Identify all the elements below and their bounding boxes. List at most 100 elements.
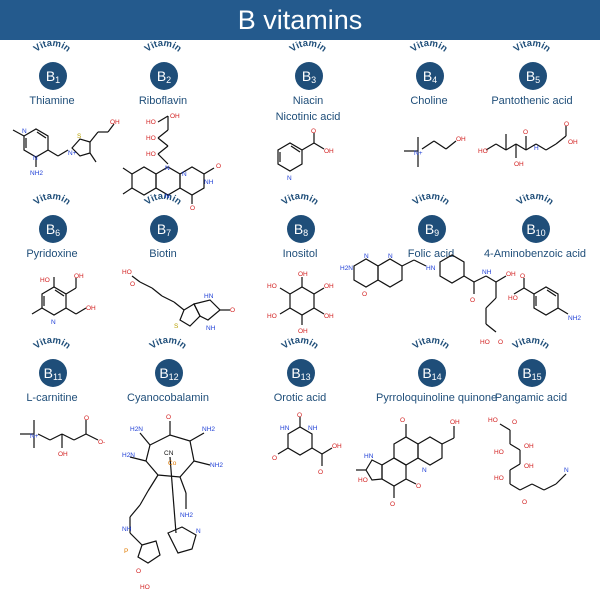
- svg-text:HN: HN: [364, 453, 374, 460]
- badge-arc-text: Vitamin: [32, 191, 73, 208]
- vitamin-badge: Vitamin B10: [513, 191, 557, 245]
- svg-text:N: N: [165, 165, 170, 172]
- choline-structure: N+ OH: [404, 136, 466, 167]
- badge-arc-text: Vitamin: [280, 335, 321, 352]
- svg-text:OH: OH: [86, 305, 96, 312]
- niacin-structure: N O OH: [277, 128, 334, 182]
- svg-text:NH2: NH2: [202, 426, 215, 433]
- vitamin-badge: Vitamin B11: [30, 335, 74, 389]
- svg-text:O: O: [523, 129, 528, 136]
- svg-text:OH: OH: [456, 136, 466, 143]
- svg-text:OH: OH: [324, 148, 334, 155]
- svg-text:OH: OH: [298, 328, 308, 335]
- svg-text:HO: HO: [267, 313, 277, 320]
- svg-text:N: N: [165, 193, 170, 200]
- vitamin-b13: Vitamin B13 Orotic acid: [245, 335, 355, 405]
- folic-acid-structure: H2N N N HN O O NH O HO OH: [340, 253, 516, 346]
- svg-text:HO: HO: [480, 339, 490, 346]
- vitamin-code: B15: [518, 359, 546, 387]
- svg-text:Co: Co: [168, 460, 177, 467]
- svg-text:NH: NH: [204, 179, 214, 186]
- vitamin-name: Folic acid: [407, 248, 455, 260]
- svg-text:NH: NH: [206, 325, 216, 332]
- vitamin-badge: Vitamin B2: [141, 38, 185, 92]
- vitamin-name: L-carnitine: [26, 392, 78, 404]
- svg-text:NH: NH: [482, 269, 492, 276]
- svg-text:Vitamin: Vitamin: [32, 191, 73, 208]
- vitamin-b11: Vitamin B11 L-carnitine: [0, 335, 107, 405]
- vitamin-code: B10: [522, 215, 550, 243]
- svg-text:NH2: NH2: [30, 170, 43, 177]
- svg-text:N: N: [388, 253, 393, 260]
- vitamin-badge: Vitamin B3: [286, 38, 330, 92]
- svg-text:Vitamin: Vitamin: [280, 191, 321, 208]
- svg-text:P: P: [124, 548, 128, 555]
- svg-text:HO: HO: [494, 475, 504, 482]
- svg-text:H: H: [534, 145, 539, 152]
- svg-text:Vitamin: Vitamin: [512, 38, 553, 55]
- svg-text:O: O: [498, 339, 503, 346]
- pangamic-acid-structure: HO O OH HO OH HO O N: [488, 417, 569, 506]
- biotin-structure: HO O S HN NH O: [122, 269, 235, 332]
- vitamin-name: Pantothenic acid: [491, 95, 573, 107]
- svg-text:O: O: [136, 568, 141, 575]
- svg-text:OH: OH: [332, 443, 342, 450]
- badge-arc-text: Vitamin: [148, 335, 189, 352]
- title-banner: [0, 0, 600, 40]
- svg-text:CN: CN: [164, 450, 174, 457]
- vitamin-b9: Vitamin B9 Folic acid: [376, 191, 486, 261]
- svg-text:O: O: [362, 291, 367, 298]
- inositol-structure: OH OH OH OH HO HO: [267, 271, 334, 335]
- svg-text:N: N: [33, 155, 38, 162]
- svg-text:O: O: [520, 273, 525, 280]
- vitamin-b6: Vitamin B6 Pyridoxine: [0, 191, 107, 261]
- vitamin-badge: Vitamin B12: [146, 335, 190, 389]
- vitamin-code: B11: [39, 359, 67, 387]
- svg-text:N: N: [287, 175, 292, 182]
- svg-text:O: O: [297, 412, 302, 419]
- svg-text:NH2: NH2: [210, 462, 223, 469]
- orotic-acid-structure: O HN NH O O OH: [272, 412, 342, 476]
- page-title: B vitamins: [237, 5, 363, 35]
- svg-text:HO: HO: [146, 135, 156, 142]
- badge-arc-text: Vitamin: [411, 335, 452, 352]
- badge-arc-text: Vitamin: [515, 191, 556, 208]
- svg-text:O: O: [272, 455, 277, 462]
- badge-arc-text: Vitamin: [143, 38, 184, 55]
- svg-text:HO: HO: [146, 151, 156, 158]
- svg-text:OH: OH: [110, 119, 120, 126]
- vitamin-code: B4: [416, 62, 444, 90]
- vitamin-b4: Vitamin B4 Choline: [374, 38, 484, 108]
- vitamin-b2: Vitamin B2 Riboflavin: [108, 38, 218, 108]
- svg-text:O: O: [166, 414, 171, 421]
- vitamin-code: B5: [519, 62, 547, 90]
- svg-text:OH: OH: [58, 451, 68, 458]
- carnitine-structure: N+ OH O O-: [20, 415, 105, 458]
- vitamin-b12: Vitamin B12 Cyanocobalamin: [113, 335, 223, 405]
- badge-arc-text: Vitamin: [411, 191, 452, 208]
- svg-text:S: S: [174, 323, 179, 330]
- vitamin-code: B2: [150, 62, 178, 90]
- svg-text:OH: OH: [450, 419, 460, 426]
- svg-text:HO: HO: [122, 269, 132, 276]
- svg-text:OH: OH: [324, 313, 334, 320]
- vitamin-b3: Vitamin B3 Niacin Nicotinic acid: [253, 38, 363, 124]
- svg-text:HO: HO: [508, 295, 518, 302]
- svg-text:HO: HO: [494, 449, 504, 456]
- vitamin-badge: Vitamin B7: [141, 191, 185, 245]
- svg-text:S: S: [77, 133, 82, 140]
- svg-text:N+: N+: [30, 433, 39, 440]
- vitamin-name: Riboflavin: [138, 95, 188, 107]
- svg-text:OH: OH: [506, 271, 516, 278]
- svg-text:N: N: [364, 253, 369, 260]
- vitamin-code: B1: [39, 62, 67, 90]
- vitamin-name: Choline: [410, 95, 448, 107]
- svg-text:Vitamin: Vitamin: [411, 191, 452, 208]
- vitamin-code: B8: [287, 215, 315, 243]
- vitamin-b8: Vitamin B8 Inositol: [245, 191, 355, 261]
- aminobenzoic-acid-structure: O HO NH2: [508, 273, 581, 322]
- vitamin-code: B12: [155, 359, 183, 387]
- svg-text:OH: OH: [568, 139, 578, 146]
- vitamin-badge: Vitamin B8: [278, 191, 322, 245]
- svg-text:OH: OH: [74, 273, 84, 280]
